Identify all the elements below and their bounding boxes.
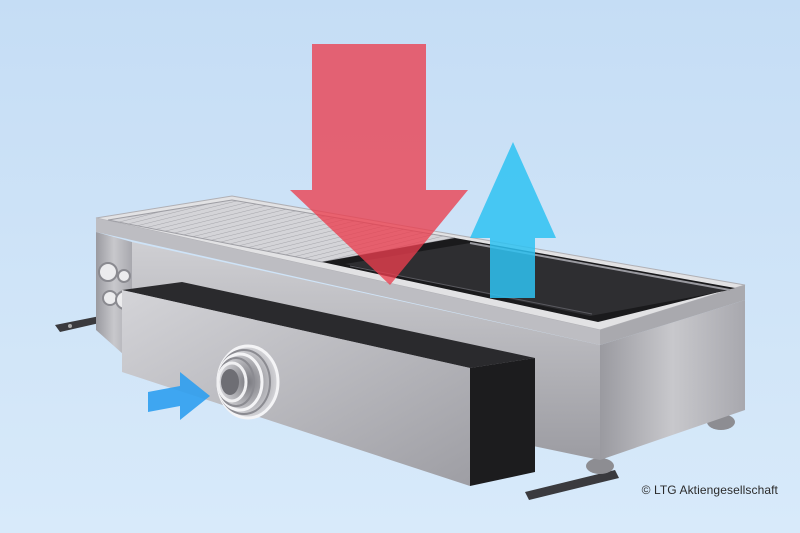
top-frame-edge (96, 218, 600, 345)
air-duct-end (470, 358, 535, 486)
air-duct-top (122, 282, 535, 368)
copyright-credit: © LTG Aktiengesellschaft (641, 483, 778, 497)
heat-exchanger (345, 243, 730, 316)
top-frame-edge-right (600, 285, 745, 345)
up-arrow-icon (470, 142, 556, 298)
housing-right-face (600, 300, 745, 460)
down-arrow-icon (290, 44, 468, 285)
mounting-bracket-left (55, 316, 104, 332)
right-arrow-icon (148, 372, 210, 420)
duct-connector (216, 344, 280, 420)
air-duct-front (122, 290, 470, 486)
